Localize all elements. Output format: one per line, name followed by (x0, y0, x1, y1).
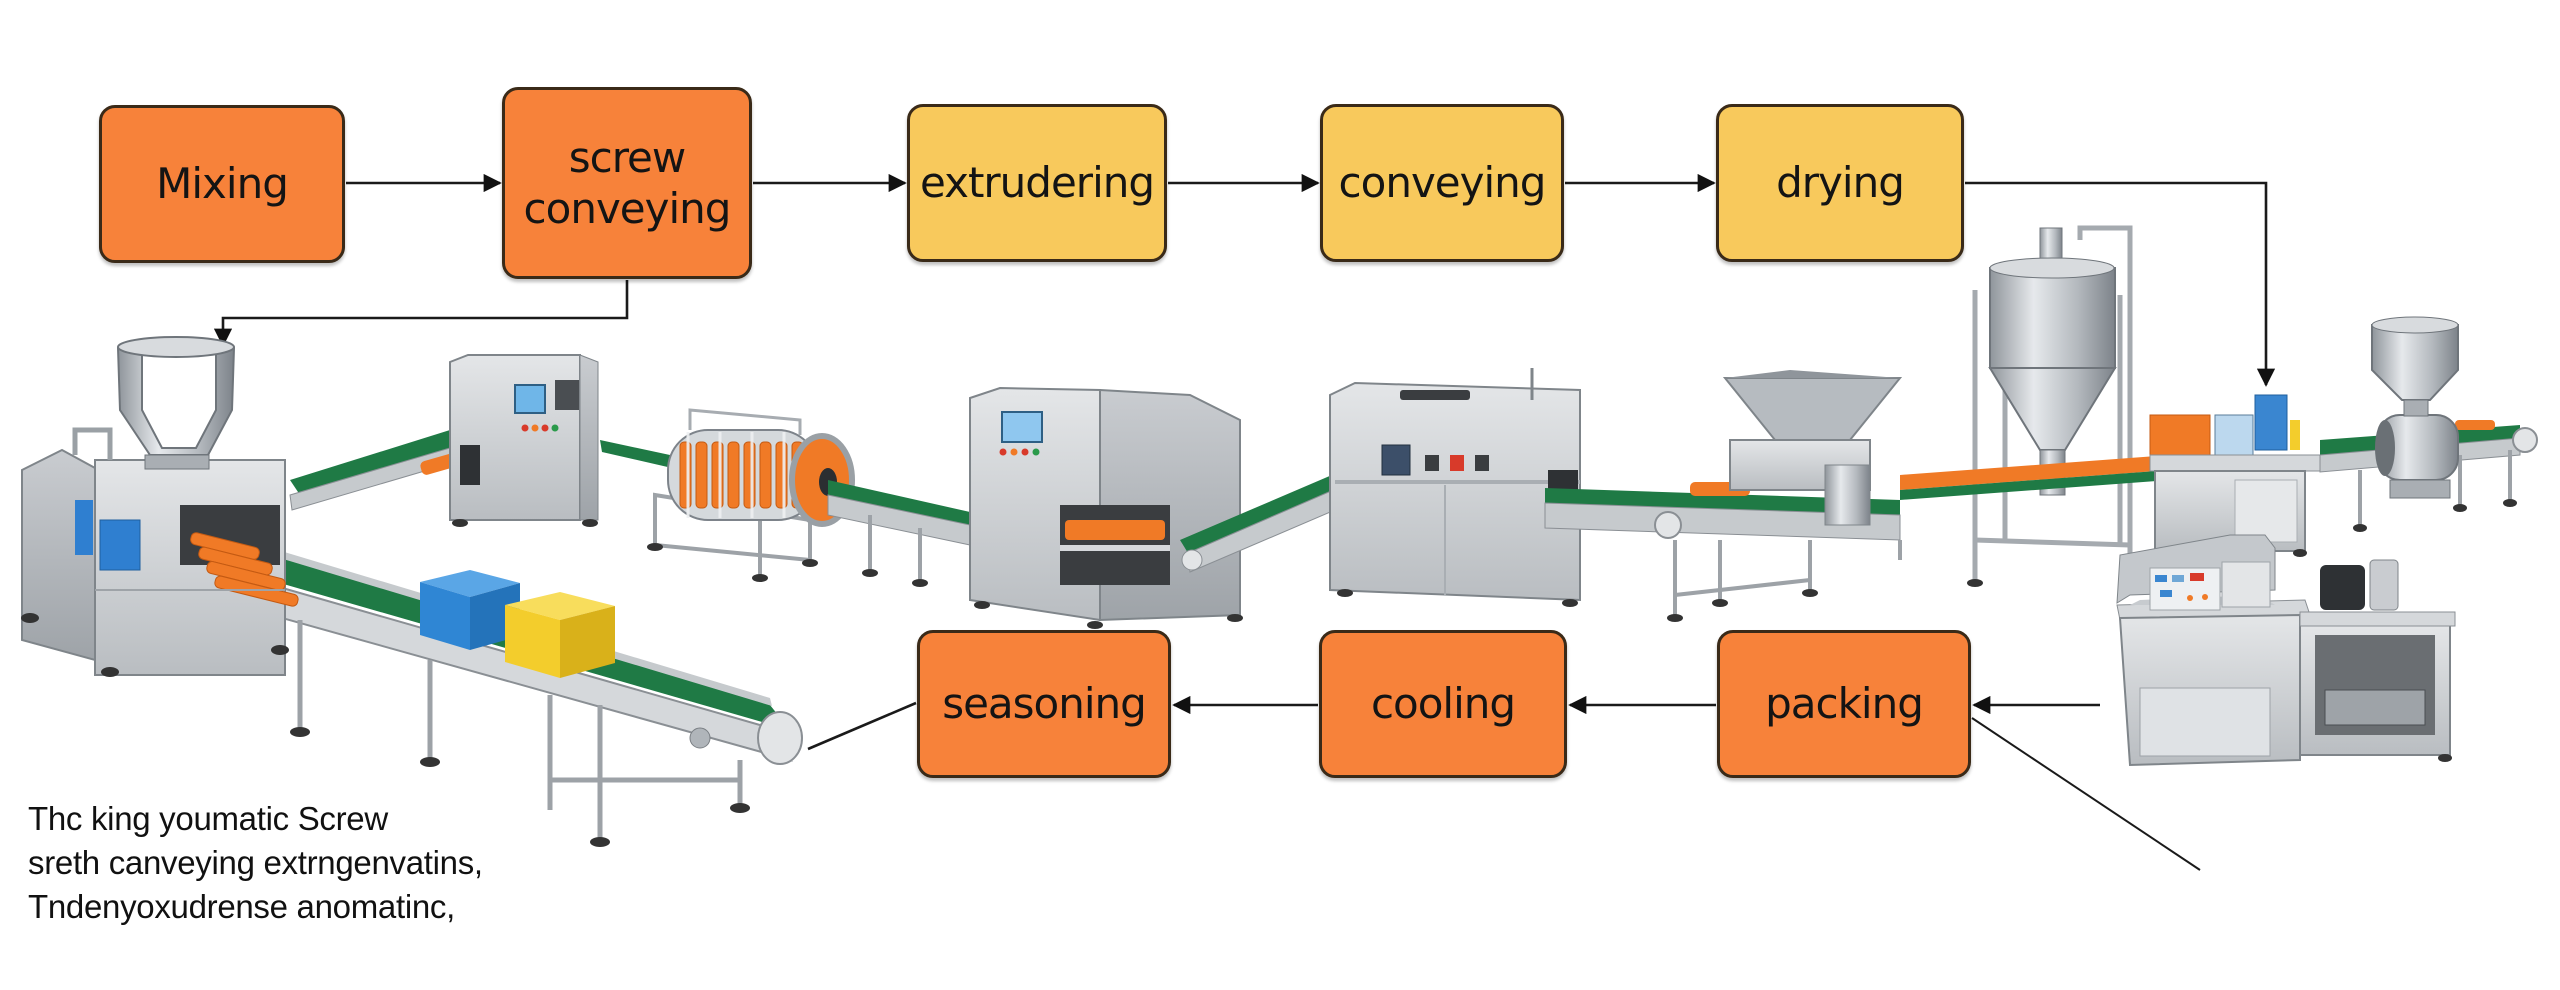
step-seasoning[interactable]: seasoning (917, 630, 1171, 778)
step-conveying[interactable]: conveying (1320, 104, 1564, 262)
step-drying[interactable]: drying (1716, 104, 1964, 262)
machine-packing-workbench (2116, 534, 2456, 767)
step-label: Mixing (156, 159, 289, 209)
step-cooling[interactable]: cooling (1319, 630, 1567, 778)
step-label: packing (1765, 679, 1924, 729)
machine-labeling-unit (2149, 394, 2321, 557)
caption-text: Thc king youmatic Screw sreth canveying … (28, 797, 483, 929)
caption-line-3: Tndenyoxudrense anomatinc, (28, 888, 455, 925)
step-label: drying (1776, 158, 1905, 208)
machine-control-cabinet (289, 354, 599, 527)
arrow-drying-to-labeler (1965, 181, 2276, 387)
leader-line-seasoning (807, 701, 917, 751)
step-packing[interactable]: packing (1717, 630, 1971, 778)
machine-sealing-tunnel (1329, 368, 1581, 607)
product-pieces (190, 532, 299, 607)
machine-feed-hopper-extruder (2319, 316, 2538, 532)
step-label: conveying (1338, 158, 1547, 208)
machine-cyclone-silo (1900, 225, 2170, 592)
step-label-line-2: conveying (523, 184, 732, 233)
step-label: cooling (1370, 679, 1516, 729)
caption-line-1: Thc king youmatic Screw (28, 800, 388, 837)
step-label: seasoning (942, 679, 1147, 729)
mixer-hopper (72, 336, 236, 470)
machine-extruder-press (969, 386, 1243, 629)
crate-yellow (505, 592, 615, 678)
step-extrudering[interactable]: extrudering (907, 104, 1167, 262)
conveyor-segment (1180, 463, 1371, 573)
leader-line-packing (1971, 717, 2201, 871)
flow-connectors (213, 173, 2276, 871)
step-mixing[interactable]: Mixing (99, 105, 345, 263)
step-label-line-1: screw (568, 132, 687, 182)
machine-seasoning-hopper (1544, 370, 1903, 622)
caption-line-2: sreth canveying extrngenvatins, (28, 844, 483, 881)
step-screw-conveying[interactable]: screw conveying (502, 87, 752, 279)
conveyor-segment (827, 480, 971, 587)
arrow-screw-to-hopper (213, 280, 629, 347)
machine-hopper-mixer (21, 336, 803, 847)
step-label: extrudering (919, 158, 1155, 208)
machine-rotary-drum (600, 408, 855, 582)
